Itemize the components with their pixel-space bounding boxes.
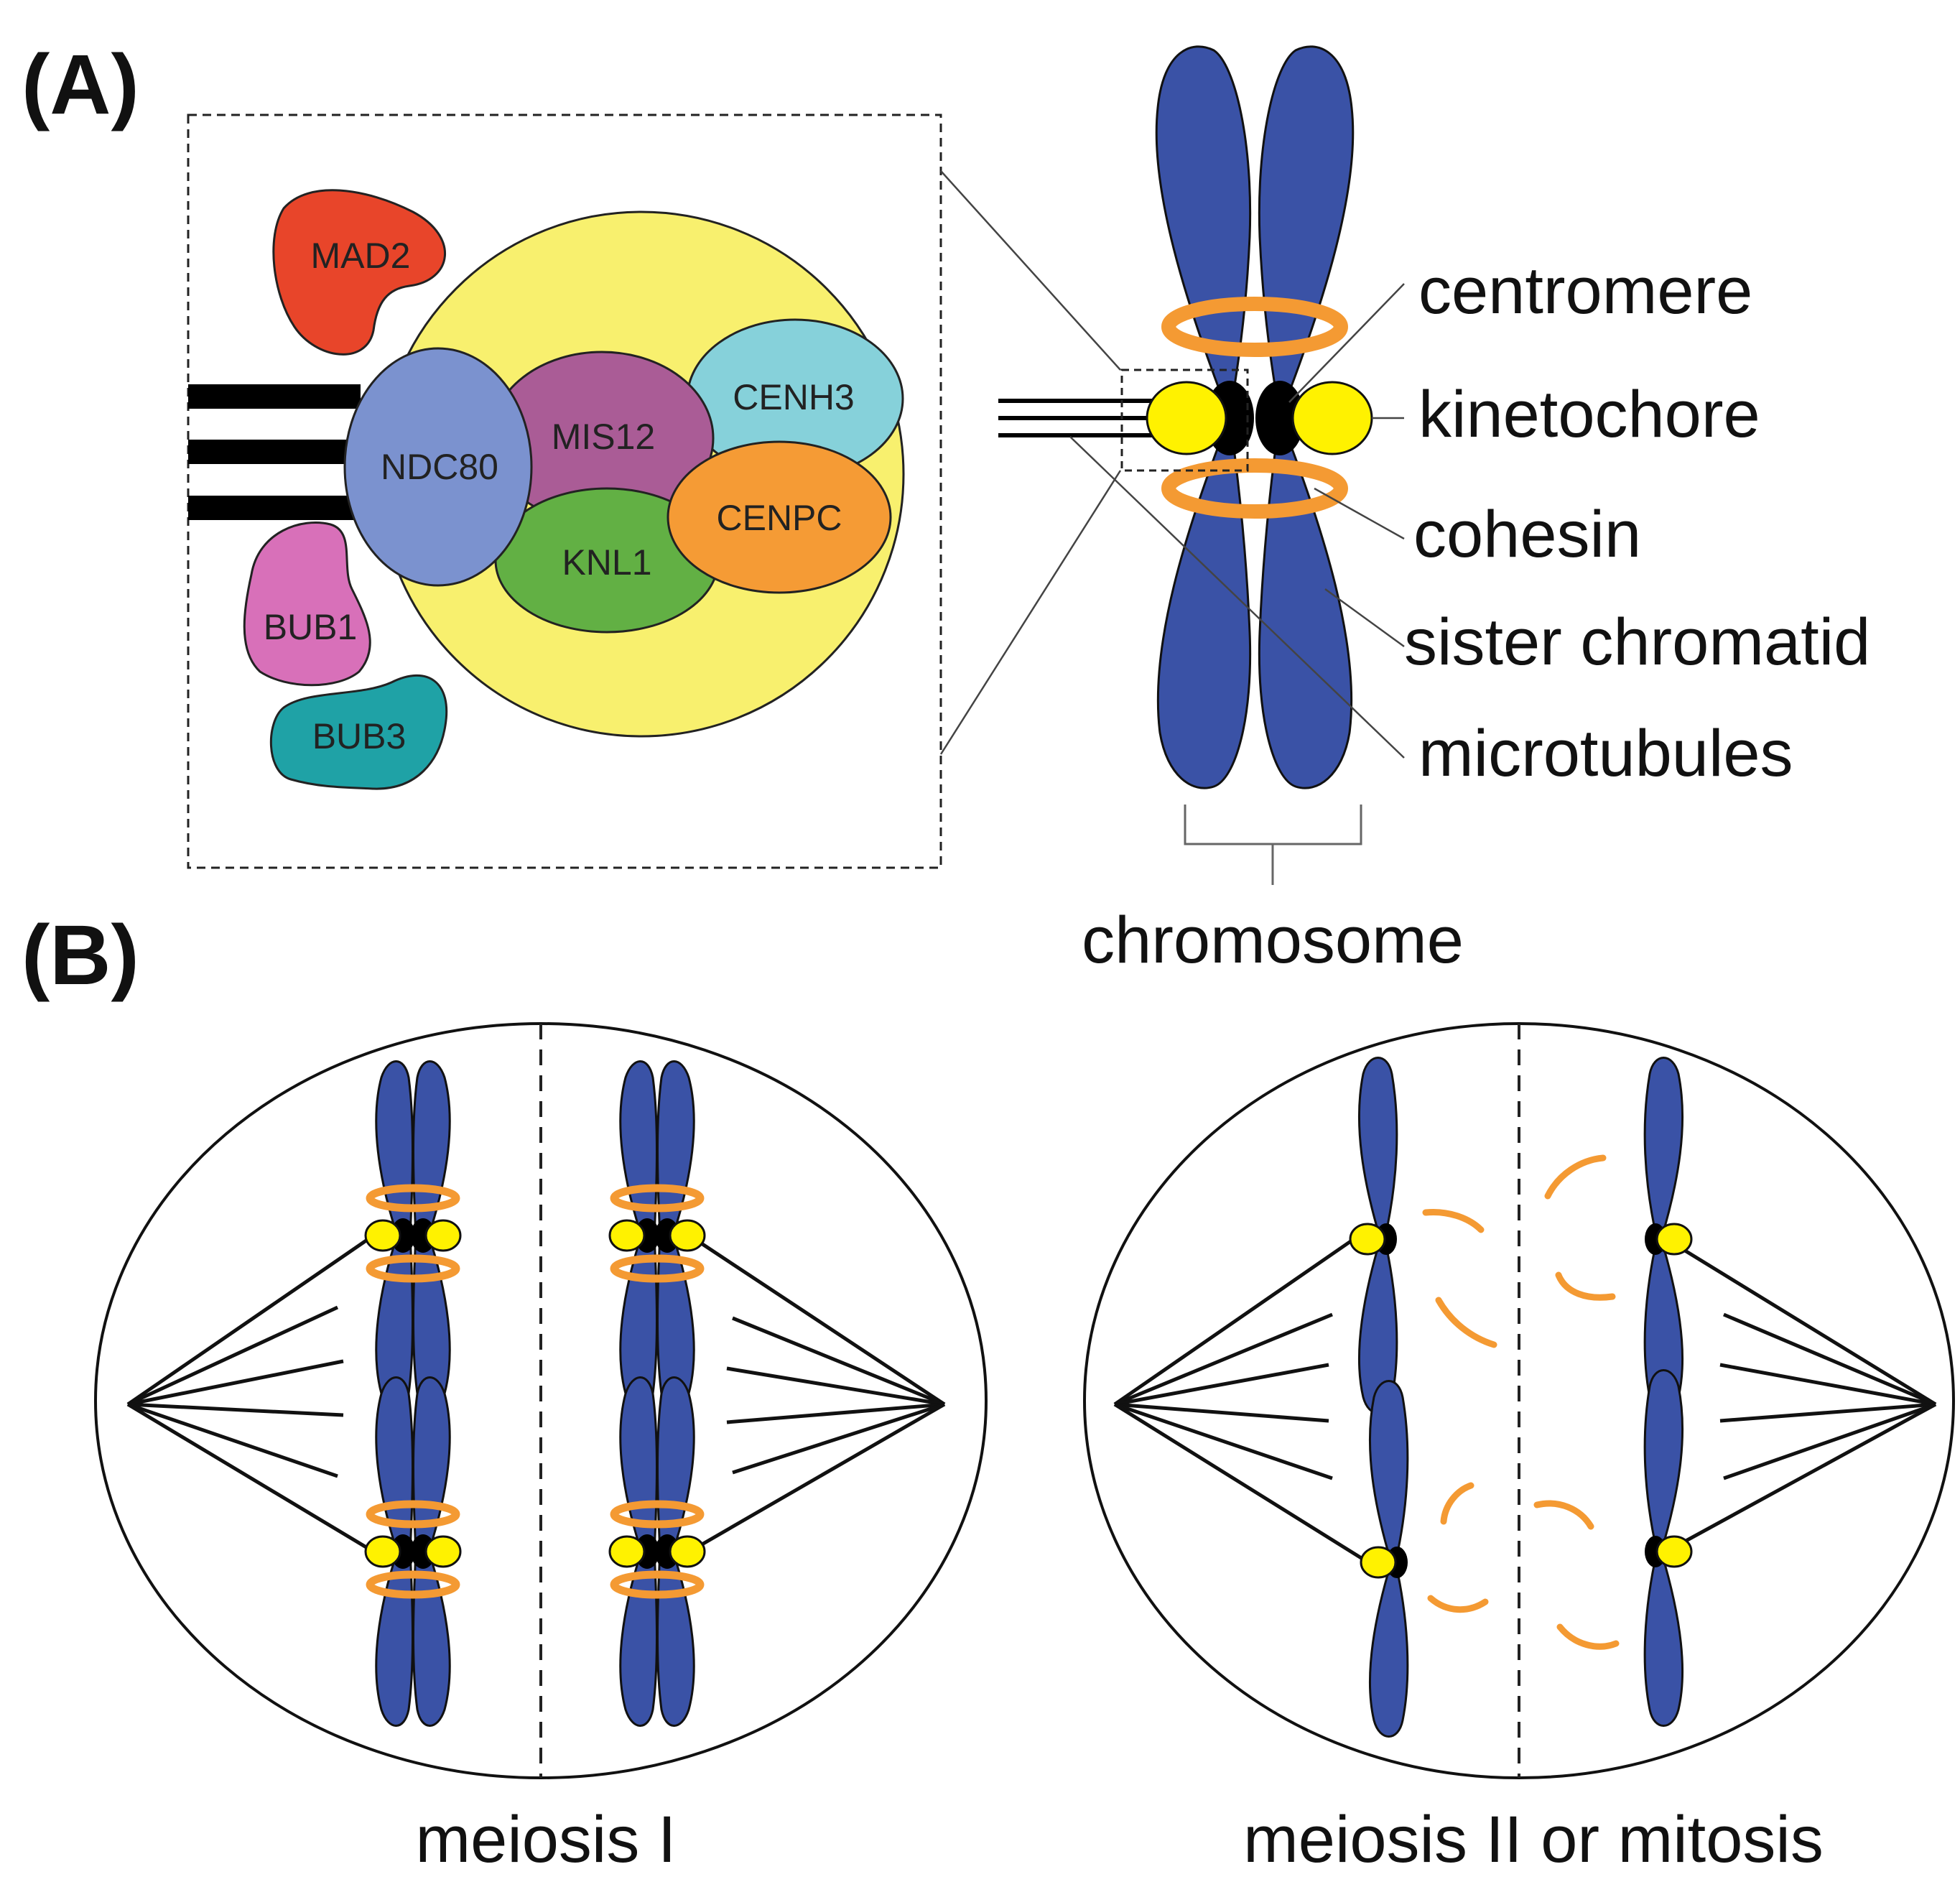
panel-a-label: (A) [22, 37, 139, 132]
knl1-label: KNL1 [562, 542, 651, 583]
chromatid-leader [1324, 588, 1405, 648]
meiosis-ii-chromatid [1643, 1369, 1693, 1727]
zoom-line [940, 170, 1121, 371]
meiosis-i-label: meiosis I [416, 1803, 677, 1876]
cohesin-ring-lower [1161, 458, 1348, 519]
bub1-protein [243, 522, 371, 687]
kinetochore-label: kinetochore [1418, 378, 1760, 451]
centromere-leader [1288, 283, 1405, 403]
microtubule-bar [188, 440, 361, 464]
cleaved-cohesin [1422, 1154, 1620, 1650]
microtubule-bar [188, 384, 361, 409]
zoom-box [187, 113, 942, 869]
cohesin-label: cohesin [1413, 498, 1641, 571]
kinetochore-zoom-box [1120, 368, 1249, 472]
ndc80-protein [343, 347, 533, 587]
meiosis-i-right-spindle [688, 1233, 946, 1554]
centromere-label: centromere [1418, 254, 1752, 328]
microtubules-leader [1069, 436, 1405, 759]
meiosis-ii-label: meiosis II or mitosis [1243, 1803, 1824, 1876]
ndc80-label: NDC80 [381, 447, 498, 487]
meiosis-i-chromosome [366, 1062, 460, 1410]
kinetochore-right [1291, 381, 1373, 455]
meiosis-i-chromosome [366, 1378, 460, 1726]
meiosis-i-left-spindle [126, 1233, 375, 1554]
mis12-label: MIS12 [552, 417, 656, 457]
cenpc-protein [667, 440, 892, 594]
bub3-label: BUB3 [312, 716, 407, 756]
meiosis-ii-chromatid [1349, 1057, 1398, 1414]
mad2-label: MAD2 [311, 236, 411, 276]
mad2-protein [272, 189, 446, 356]
bub1-label: BUB1 [264, 607, 358, 647]
bub3-protein [269, 674, 448, 790]
meiosis-ii-left-spindle [1113, 1237, 1370, 1565]
zoom-line [939, 470, 1122, 755]
sister-chromatid-label: sister chromatid [1404, 606, 1870, 679]
panel-b-label: (B) [22, 908, 139, 1003]
cenpc-label: CENPC [716, 498, 842, 538]
meiosis-ii-chromatid [1643, 1057, 1693, 1414]
chromosome-bracket [1184, 805, 1362, 845]
cenh3-label: CENH3 [733, 377, 854, 417]
meiosis-ii-right-spindle [1665, 1237, 1937, 1554]
microtubules-label: microtubules [1418, 717, 1793, 790]
meiosis-ii-chromatid [1360, 1380, 1409, 1738]
kinetochore-left [1146, 381, 1227, 455]
meiosis-i-chromosome [610, 1378, 705, 1726]
meiosis-i-chromosome [610, 1062, 705, 1410]
microtubule-bar [188, 496, 361, 520]
cohesin-ring-upper [1161, 297, 1348, 357]
chromosome-label: chromosome [1082, 904, 1464, 977]
cohesin-leader [1314, 487, 1405, 540]
